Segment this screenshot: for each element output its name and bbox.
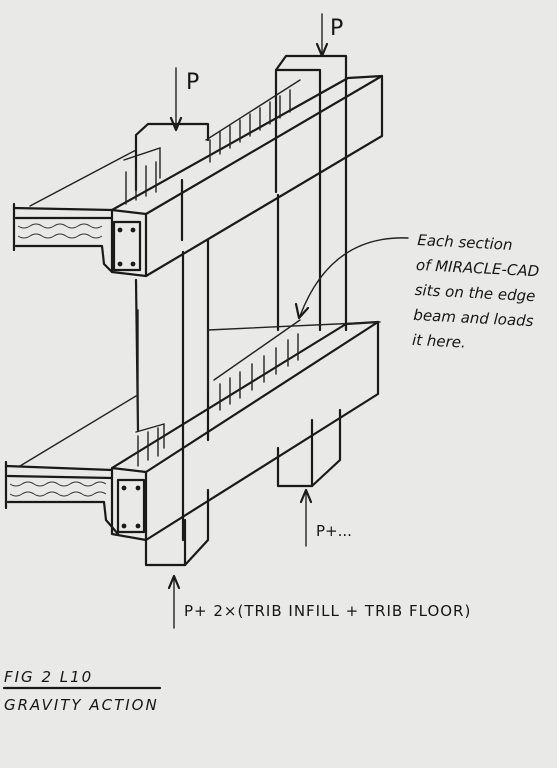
reaction-label-main: P+ 2×(TRIB INFILL + TRIB FLOOR) <box>184 602 472 620</box>
point-load-arrows <box>169 13 329 132</box>
lower-floor-slab <box>4 395 137 536</box>
back-column <box>274 54 348 488</box>
lower-edge-beam <box>110 320 380 542</box>
infill-panel-outline <box>207 321 381 391</box>
lower-distributed-load <box>135 309 301 467</box>
upper-floor-slab <box>12 149 137 274</box>
figure-number: FIG 2 L10 <box>4 668 94 686</box>
annotation-note: Each section of MIRACLE-CAD sits on the … <box>411 228 541 359</box>
upper-edge-beam <box>110 74 384 278</box>
figure-title: GRAVITY ACTION <box>4 696 159 714</box>
upper-distributed-load <box>123 79 301 205</box>
reaction-label-right: P+... <box>316 522 352 540</box>
reaction-arrows <box>167 488 313 629</box>
load-label-left: P <box>186 70 200 95</box>
load-label-right: P <box>330 16 344 41</box>
note-leader <box>294 237 409 320</box>
